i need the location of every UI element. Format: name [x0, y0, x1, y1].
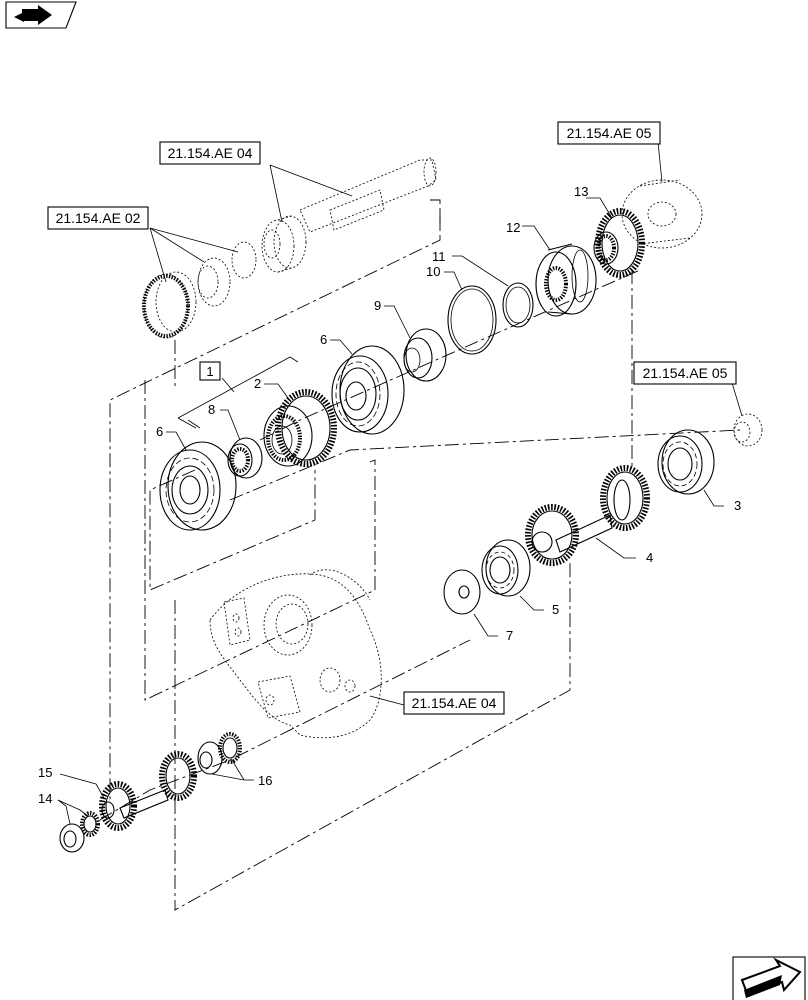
- cluster-shaft-4: [525, 465, 650, 566]
- callout-11[interactable]: 11: [432, 249, 446, 264]
- sleeve-12: [535, 243, 597, 317]
- ball-bearing-5: [481, 539, 531, 597]
- callout-4[interactable]: 4: [646, 550, 653, 565]
- group-bracket-1: [177, 356, 299, 429]
- ref-box-left-gear[interactable]: 21.154.AE 02: [47, 206, 149, 230]
- washer-7: [443, 569, 481, 615]
- roller-bearing-6-upper: [331, 345, 405, 435]
- left-gear-ghost: [142, 271, 197, 339]
- bearing-set-14: [59, 811, 100, 853]
- ref-label: 21.154.AE 02: [56, 210, 141, 226]
- gear-13: [593, 208, 645, 278]
- ref-box-right-bearing[interactable]: 21.154.AE 05: [633, 361, 737, 385]
- next-page-arrow-icon[interactable]: [732, 956, 806, 1000]
- callout-2[interactable]: 2: [254, 376, 261, 391]
- callout-12[interactable]: 12: [506, 220, 520, 235]
- bearing-set-16: [197, 732, 242, 775]
- callout-numbers: 13 12 11 10 9 6 2 8 6 3 4 5 7 15 14 16: [38, 184, 741, 806]
- book-arrow-icon[interactable]: [5, 1, 77, 29]
- right-bearing-ghost: [733, 413, 763, 447]
- callout-6-upper[interactable]: 6: [320, 332, 327, 347]
- gear-shaft-15: [99, 751, 197, 831]
- group-label: 1: [206, 364, 213, 379]
- callout-10[interactable]: 10: [426, 264, 440, 279]
- ref-box-top-right[interactable]: 21.154.AE 05: [557, 121, 661, 145]
- ref-label: 21.154.AE 05: [643, 365, 728, 381]
- callout-8[interactable]: 8: [208, 402, 215, 417]
- callout-3[interactable]: 3: [734, 498, 741, 513]
- circlip-10: [447, 285, 497, 355]
- ref-label: 21.154.AE 04: [412, 695, 497, 711]
- callout-6-lower[interactable]: 6: [156, 424, 163, 439]
- top-right-housing-ghost: [621, 179, 703, 249]
- gear-2: [263, 389, 337, 467]
- ref-box-housing[interactable]: 21.154.AE 04: [403, 691, 505, 715]
- needle-bearing-8: [227, 437, 263, 479]
- ref-label: 21.154.AE 05: [567, 125, 652, 141]
- callout-9[interactable]: 9: [374, 298, 381, 313]
- washer-9: [403, 328, 447, 382]
- ref-label: 21.154.AE 04: [168, 145, 253, 161]
- callout-14[interactable]: 14: [38, 791, 52, 806]
- callout-5[interactable]: 5: [552, 602, 559, 617]
- roller-bearing-6-lower: [159, 441, 237, 531]
- roller-bearing-3: [657, 429, 715, 495]
- leader-lines: [57, 141, 743, 825]
- callout-15[interactable]: 15: [38, 765, 52, 780]
- snap-ring-ghost: [197, 241, 257, 307]
- callout-13[interactable]: 13: [574, 184, 588, 199]
- ref-box-top-shaft[interactable]: 21.154.AE 04: [159, 141, 261, 165]
- input-shaft-ghost: [261, 157, 437, 273]
- transmission-housing-ghost: [209, 569, 382, 739]
- group-label-box[interactable]: 1: [199, 361, 221, 381]
- callout-7[interactable]: 7: [506, 628, 513, 643]
- callout-16[interactable]: 16: [258, 773, 272, 788]
- snap-ring-11: [502, 282, 534, 328]
